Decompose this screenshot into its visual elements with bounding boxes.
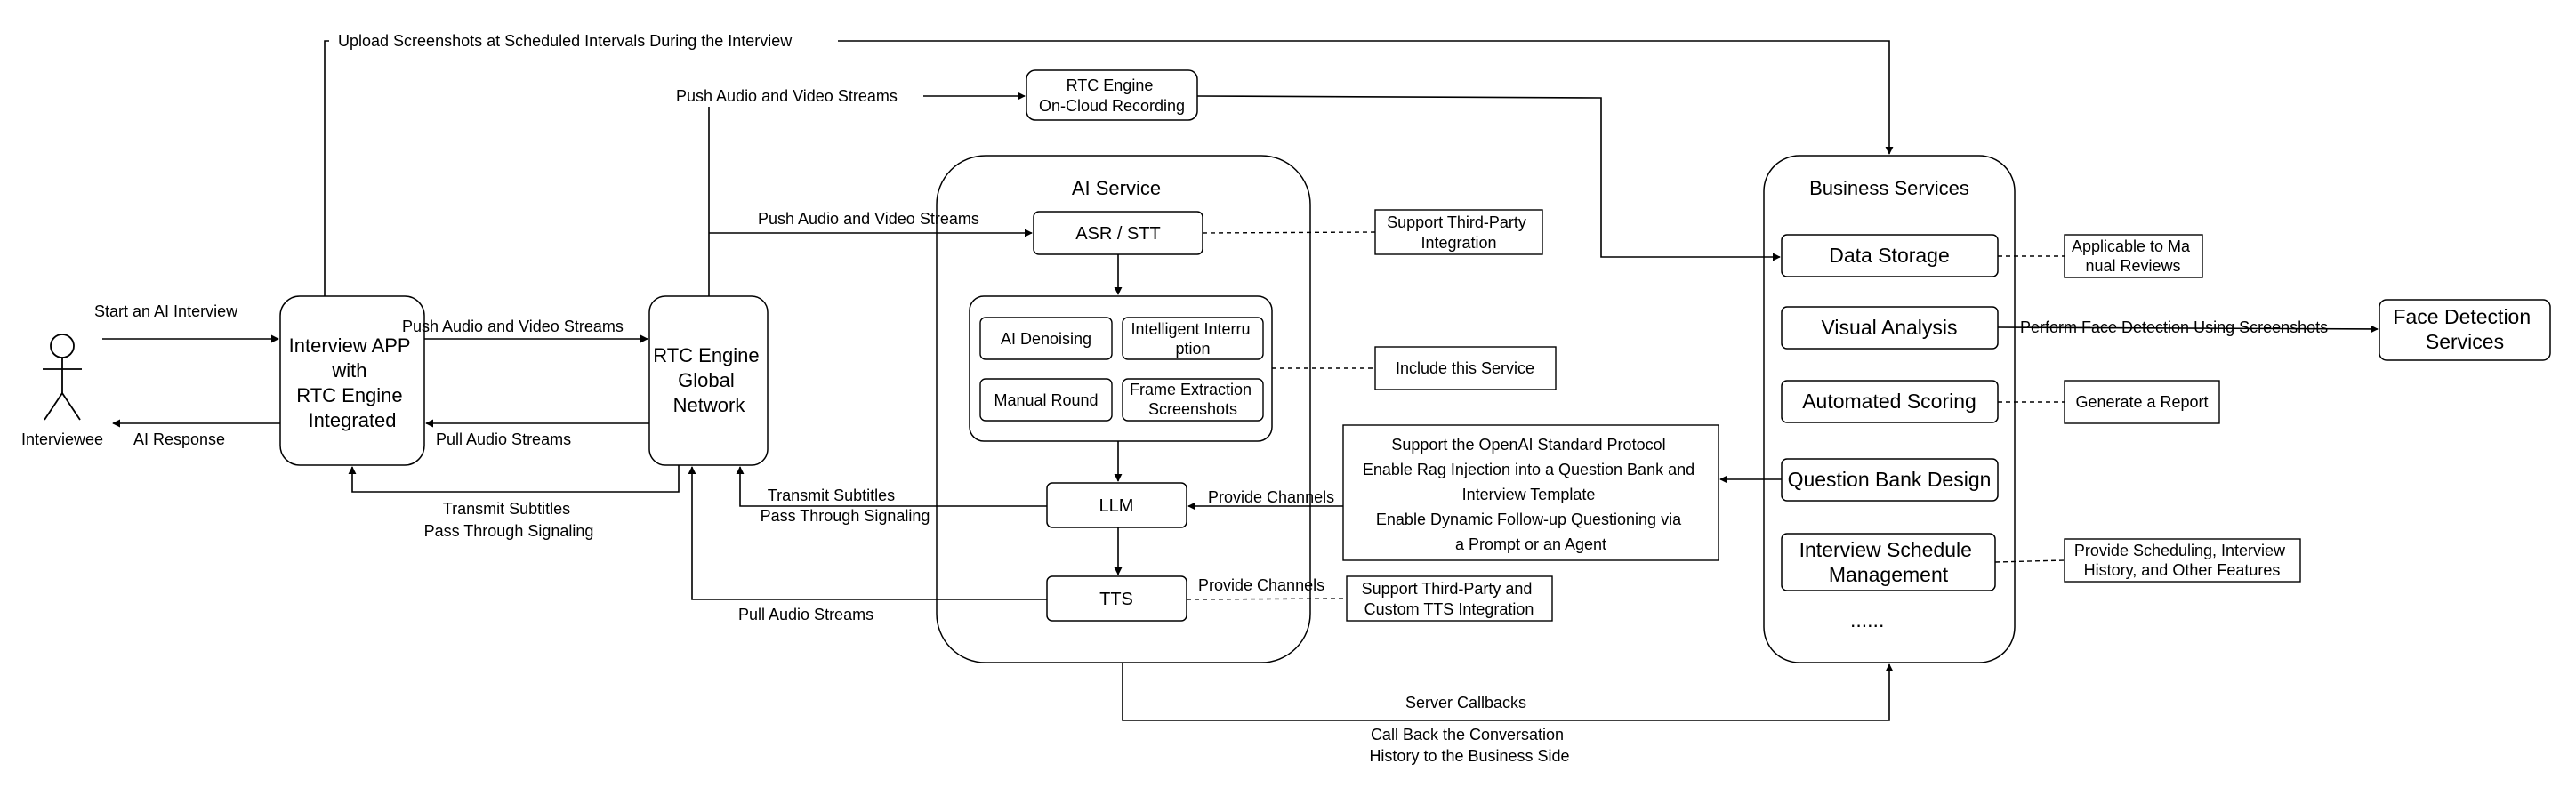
label-pull-audio-tts: Pull Audio Streams [738, 606, 873, 623]
edge-recording-to-storage [1196, 95, 1781, 261]
interviewee-label: Interviewee [21, 430, 103, 448]
intelligent-interruption-label: Intelligent Interru ption [1131, 320, 1254, 358]
ai-service-title: AI Service [1072, 177, 1161, 199]
label-subtitles-app: Transmit Subtitles Pass Through Signalin… [424, 500, 594, 540]
llm-label: LLM [1099, 496, 1134, 516]
label-push-av-top: Push Audio and Video Streams [676, 87, 898, 105]
edge-pull-audio-tts [688, 466, 1047, 600]
note-openai-text: Support the OpenAI Standard Protocol Ena… [1363, 436, 1699, 553]
interview-app-box [279, 295, 425, 466]
label-subtitles-llm: Transmit Subtitles Pass Through Signalin… [761, 486, 930, 525]
note-include-service-text: Include this Service [1396, 359, 1534, 377]
more-services-ellipsis: ...... [1850, 608, 1884, 631]
dash-schedule-note [1994, 559, 2065, 563]
label-face-detection: Perform Face Detection Using Screenshots [2020, 318, 2328, 336]
ai-denoising-label: AI Denoising [1001, 330, 1091, 348]
edge-face-detection [1997, 325, 2379, 334]
label-provide-channels-llm: Provide Channels [1208, 488, 1334, 506]
edge-subtitles-llm [736, 466, 1047, 507]
edge-push-av-recording [708, 92, 1026, 296]
face-detection-box [2379, 299, 2551, 361]
edge-upload-screenshots [324, 40, 1894, 296]
edge-subtitles-app [348, 465, 680, 493]
rtc-recording-box [1026, 69, 1198, 121]
question-bank-label: Question Bank Design [1788, 468, 1992, 491]
label-server-callbacks: Server Callbacks [1405, 694, 1526, 712]
ai-service-container [936, 155, 1311, 663]
note-manual-reviews-text: Applicable to Ma nual Reviews [2072, 237, 2194, 275]
rtc-global-network-label: RTC Engine Global Network [653, 344, 765, 416]
frame-extraction-label: Frame Extraction Screenshots [1130, 381, 1256, 418]
note-scheduling-box [2064, 538, 2301, 583]
note-generate-report-box [2064, 380, 2220, 424]
face-detection-label: Face Detection Services [2393, 305, 2536, 353]
llm-box [1046, 482, 1187, 528]
label-provide-channels-tts: Provide Channels [1198, 576, 1324, 594]
note-third-party-box [1374, 209, 1543, 255]
interview-schedule-label: Interview Schedule Management [1799, 538, 1978, 586]
visual-analysis-label: Visual Analysis [1822, 316, 1958, 339]
note-custom-tts-text: Support Third-Party and Custom TTS Integ… [1362, 580, 1537, 618]
rtc-recording-label: RTC Engine On-Cloud Recording [1039, 76, 1185, 115]
note-scheduling-text: Provide Scheduling, Interview History, a… [2074, 542, 2290, 579]
manual-round-label: Manual Round [994, 391, 1098, 409]
label-push-av-asr: Push Audio and Video Streams [758, 210, 979, 228]
note-manual-reviews-box [2064, 234, 2203, 278]
note-include-service-box [1374, 346, 1557, 390]
business-services-container [1763, 155, 2016, 663]
label-call-back: Call Back the Conversation History to th… [1369, 726, 1569, 765]
tts-label: TTS [1099, 590, 1133, 609]
frame-extraction-box [1122, 378, 1264, 422]
note-custom-tts-box [1346, 575, 1553, 622]
label-upload-screenshots: Upload Screenshots at Scheduled Interval… [338, 32, 793, 50]
ai-denoising-box [979, 317, 1113, 360]
automated-scoring-label: Automated Scoring [1802, 390, 1976, 413]
label-start-interview: Start an AI Interview [94, 302, 238, 320]
interview-app-label: Interview APP with RTC Engine Integrated [289, 334, 416, 431]
intelligent-interruption-box [1122, 317, 1264, 360]
business-services-title: Business Services [1809, 177, 1969, 199]
note-third-party-text: Support Third-Party Integration [1387, 213, 1531, 252]
note-openai-box [1342, 424, 1719, 561]
dash-asr-note [1202, 231, 1376, 234]
label-push-av-app: Push Audio and Video Streams [402, 318, 624, 335]
edge-server-callbacks [1122, 663, 1894, 721]
data-storage-label: Data Storage [1829, 244, 1950, 267]
note-generate-report-text: Generate a Report [2075, 393, 2208, 411]
label-ai-response: AI Response [133, 430, 225, 448]
asr-stt-label: ASR / STT [1075, 224, 1161, 244]
tts-box [1046, 575, 1187, 622]
manual-round-box [979, 378, 1113, 422]
interviewee-icon [43, 334, 82, 421]
label-pull-audio-app: Pull Audio Streams [436, 430, 571, 448]
